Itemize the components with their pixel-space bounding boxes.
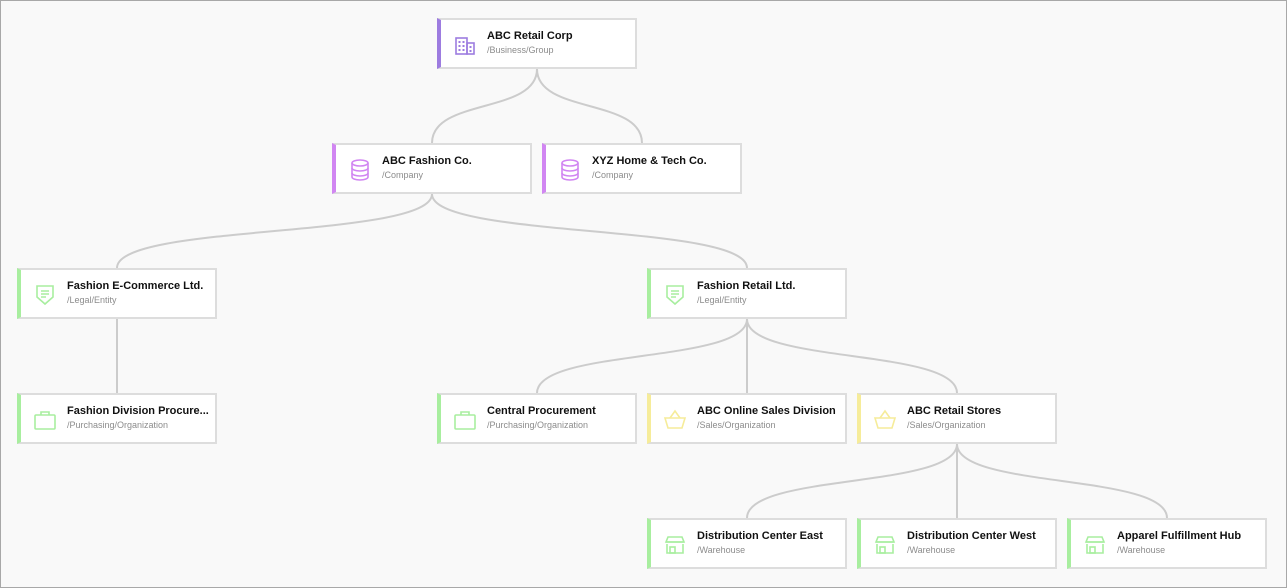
node-fashion-division-procurement[interactable]: Fashion Division Procure... /Purchasing/… (17, 393, 217, 444)
node-name: Fashion Division Procure... (67, 405, 209, 417)
connector-abc-retail-stores-to-dc-east (746, 443, 958, 519)
connector-abc-fashion-co-to-fashion-ecommerce (116, 193, 433, 269)
node-abc-fashion-co[interactable]: ABC Fashion Co. /Company (332, 143, 532, 194)
connector-abc-retail-corp-to-xyz-home-tech (536, 68, 643, 144)
database-icon (558, 158, 582, 182)
node-type-path: /Company (592, 170, 634, 180)
database-icon (348, 158, 372, 182)
node-type-path: /Warehouse (907, 545, 956, 555)
connector-abc-fashion-co-to-fashion-retail (431, 193, 748, 269)
node-dc-east[interactable]: Distribution Center East /Warehouse (647, 518, 847, 569)
node-abc-retail-corp[interactable]: ABC Retail Corp /Business/Group (437, 18, 637, 69)
node-type-path: /Business/Group (487, 45, 554, 55)
node-name: ABC Retail Corp (487, 30, 573, 42)
node-abc-online-sales[interactable]: ABC Online Sales Division /Sales/Organiz… (647, 393, 847, 444)
node-type-path: /Warehouse (1117, 545, 1166, 555)
node-name: ABC Fashion Co. (382, 155, 472, 167)
node-type-path: /Warehouse (697, 545, 746, 555)
basket-icon (663, 408, 687, 432)
node-fashion-ecommerce[interactable]: Fashion E-Commerce Ltd. /Legal/Entity (17, 268, 217, 319)
shield-icon (663, 283, 687, 307)
node-name: Distribution Center East (697, 530, 823, 542)
node-name: ABC Online Sales Division (697, 405, 836, 417)
node-type-path: /Legal/Entity (67, 295, 117, 305)
store-icon (873, 533, 897, 557)
briefcase-icon (453, 408, 477, 432)
node-type-path: /Sales/Organization (907, 420, 986, 430)
node-apparel-hub[interactable]: Apparel Fulfillment Hub /Warehouse (1067, 518, 1267, 569)
node-type-path: /Company (382, 170, 424, 180)
connector-fashion-retail-to-central-procurement (536, 318, 748, 394)
store-icon (1083, 533, 1107, 557)
briefcase-icon (33, 408, 57, 432)
node-xyz-home-tech[interactable]: XYZ Home & Tech Co. /Company (542, 143, 742, 194)
node-name: Central Procurement (487, 405, 596, 417)
node-dc-west[interactable]: Distribution Center West /Warehouse (857, 518, 1057, 569)
node-name: XYZ Home & Tech Co. (592, 155, 707, 167)
node-name: ABC Retail Stores (907, 405, 1002, 417)
node-name: Apparel Fulfillment Hub (1117, 530, 1242, 542)
node-abc-retail-stores[interactable]: ABC Retail Stores /Sales/Organization (857, 393, 1057, 444)
node-central-procurement[interactable]: Central Procurement /Purchasing/Organiza… (437, 393, 637, 444)
shield-icon (33, 283, 57, 307)
connector-abc-retail-stores-to-apparel-hub (956, 443, 1168, 519)
store-icon (663, 533, 687, 557)
building-icon (453, 33, 477, 57)
node-name: Fashion Retail Ltd. (697, 280, 796, 292)
connector-fashion-retail-to-abc-retail-stores (746, 318, 958, 394)
node-name: Distribution Center West (907, 530, 1036, 542)
node-type-path: /Sales/Organization (697, 420, 776, 430)
node-type-path: /Purchasing/Organization (67, 420, 169, 430)
basket-icon (873, 408, 897, 432)
node-type-path: /Legal/Entity (697, 295, 747, 305)
node-type-path: /Purchasing/Organization (487, 420, 589, 430)
node-fashion-retail[interactable]: Fashion Retail Ltd. /Legal/Entity (647, 268, 847, 319)
node-name: Fashion E-Commerce Ltd. (67, 280, 204, 292)
connector-abc-retail-corp-to-abc-fashion-co (431, 68, 538, 144)
